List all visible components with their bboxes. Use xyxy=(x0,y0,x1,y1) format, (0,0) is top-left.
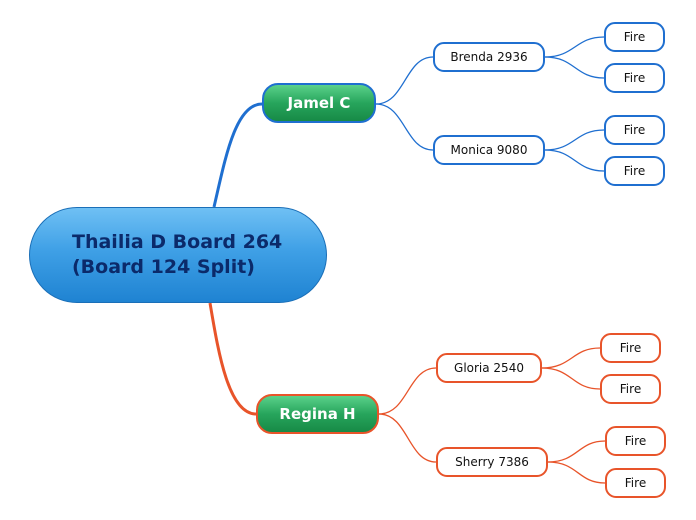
connector-root-jamel xyxy=(212,102,263,208)
leaf-label: Fire xyxy=(619,382,642,396)
root-topic[interactable]: Thailia D Board 264 (Board 124 Split) xyxy=(29,207,327,303)
branch-label: Jamel C xyxy=(287,94,351,112)
subtopic-label: Monica 9080 xyxy=(450,143,528,157)
leaf-fire[interactable]: Fire xyxy=(604,22,665,52)
connector-monica-fire-1 xyxy=(544,129,605,151)
connector-sherry-fire-2 xyxy=(547,461,606,484)
leaf-label: Fire xyxy=(623,123,646,137)
connector-sherry-fire-1 xyxy=(547,440,606,463)
leaf-label: Fire xyxy=(624,476,647,490)
connector-regina-gloria xyxy=(378,367,437,415)
leaf-label: Fire xyxy=(623,164,646,178)
leaf-fire[interactable]: Fire xyxy=(604,115,665,145)
leaf-fire[interactable]: Fire xyxy=(600,374,661,404)
root-topic-label: Thailia D Board 264 (Board 124 Split) xyxy=(72,231,283,278)
connector-brenda-fire-2 xyxy=(544,56,605,79)
subtopic-label: Brenda 2936 xyxy=(450,50,528,64)
leaf-label: Fire xyxy=(623,30,646,44)
connector-gloria-fire-2 xyxy=(541,367,601,390)
connector-gloria-fire-1 xyxy=(541,347,601,369)
connector-regina-sherry xyxy=(378,413,437,463)
branch-regina-h[interactable]: Regina H xyxy=(256,394,379,434)
leaf-fire[interactable]: Fire xyxy=(604,156,665,186)
subtopic-sherry-7386[interactable]: Sherry 7386 xyxy=(436,447,548,477)
connector-jamel-monica xyxy=(375,103,434,151)
leaf-fire[interactable]: Fire xyxy=(600,333,661,363)
leaf-label: Fire xyxy=(623,71,646,85)
subtopic-label: Sherry 7386 xyxy=(455,455,529,469)
leaf-label: Fire xyxy=(624,434,647,448)
branch-jamel-c[interactable]: Jamel C xyxy=(262,83,376,123)
leaf-label: Fire xyxy=(619,341,642,355)
leaf-fire[interactable]: Fire xyxy=(605,426,666,456)
subtopic-monica-9080[interactable]: Monica 9080 xyxy=(433,135,545,165)
branch-label: Regina H xyxy=(279,405,356,423)
connector-monica-fire-2 xyxy=(544,149,605,172)
leaf-fire[interactable]: Fire xyxy=(604,63,665,93)
connector-jamel-brenda xyxy=(375,56,434,105)
subtopic-gloria-2540[interactable]: Gloria 2540 xyxy=(436,353,542,383)
connector-brenda-fire-1 xyxy=(544,36,605,58)
connector-root-regina xyxy=(208,302,257,416)
subtopic-brenda-2936[interactable]: Brenda 2936 xyxy=(433,42,545,72)
subtopic-label: Gloria 2540 xyxy=(454,361,524,375)
leaf-fire[interactable]: Fire xyxy=(605,468,666,498)
